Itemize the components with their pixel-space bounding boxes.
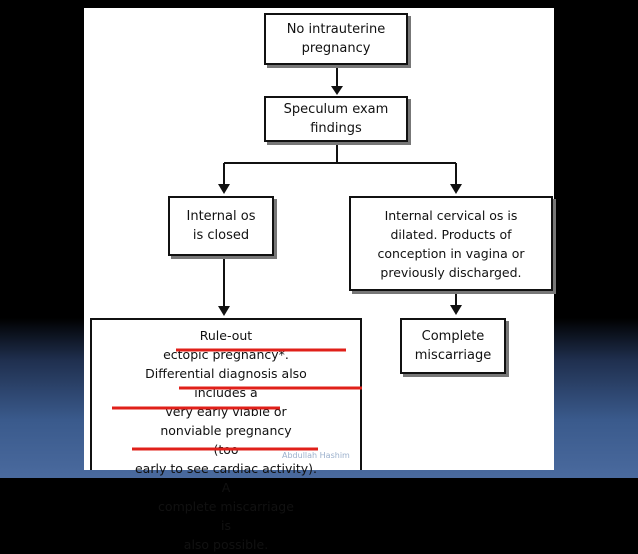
arrowhead-complete bbox=[450, 305, 462, 315]
rule-out-line-6: A complete miscarriage is bbox=[135, 478, 317, 535]
node-text-line: Speculum exam bbox=[283, 102, 389, 117]
node-no-intrauterine-pregnancy: No intrauterine pregnancy bbox=[264, 13, 408, 65]
node-speculum-exam: Speculum exam findings bbox=[264, 96, 408, 142]
rule-out-line-2: Differential diagnosis also bbox=[145, 366, 307, 381]
rule-out-line-5: early to see cardiac activity). bbox=[134, 461, 317, 476]
arrowhead-rule-out bbox=[218, 306, 230, 316]
slide-canvas: No intrauterine pregnancy Speculum exam … bbox=[84, 8, 554, 552]
rule-out-line-1: Rule-out ectopic pregnancy*. bbox=[135, 326, 317, 364]
highlighted-nonviable-pregnancy: nonviable pregnancy bbox=[160, 423, 292, 438]
node-text-line: findings bbox=[310, 121, 362, 136]
text-run: is bbox=[220, 518, 231, 533]
node-rule-out-ectopic: Rule-out ectopic pregnancy*. Differentia… bbox=[90, 318, 362, 552]
arrowhead-os-closed bbox=[218, 184, 230, 194]
highlighted-very-early-viable: very early viable or bbox=[165, 404, 287, 419]
rule-out-line-7: also possible. bbox=[183, 537, 269, 552]
node-text-line: is closed bbox=[192, 228, 250, 243]
node-text-line: Internal cervical os is bbox=[384, 207, 518, 223]
text-run: Rule-out bbox=[199, 328, 253, 343]
rule-out-line-3: includes a very early viable or bbox=[135, 383, 317, 421]
node-text-line: pregnancy bbox=[301, 41, 371, 56]
highlighted-ectopic-pregnancy: ectopic pregnancy*. bbox=[163, 347, 289, 362]
arrowhead-speculum bbox=[331, 86, 343, 95]
text-run: A bbox=[221, 480, 231, 495]
text-run: includes a bbox=[194, 385, 258, 400]
node-internal-os-dilated: Internal cervical os is dilated. Product… bbox=[349, 196, 553, 291]
node-internal-os-closed: Internal os is closed bbox=[168, 196, 274, 256]
watermark-text: Abdullah Hashim bbox=[282, 451, 350, 460]
node-complete-miscarriage: Complete miscarriage bbox=[400, 318, 506, 374]
arrowhead-os-dilated bbox=[450, 184, 462, 194]
highlighted-complete-miscarriage: complete miscarriage bbox=[158, 499, 294, 514]
node-text-line: Internal os bbox=[186, 209, 256, 224]
node-text-line: miscarriage bbox=[414, 348, 492, 363]
node-text-line: previously discharged. bbox=[380, 264, 522, 280]
flow-connectors bbox=[218, 67, 462, 316]
node-text-line: dilated. Products of bbox=[390, 226, 512, 242]
node-text-line: Complete bbox=[421, 329, 485, 344]
node-text-line: conception in vagina or bbox=[377, 245, 525, 261]
node-text-line: No intrauterine bbox=[286, 22, 386, 37]
